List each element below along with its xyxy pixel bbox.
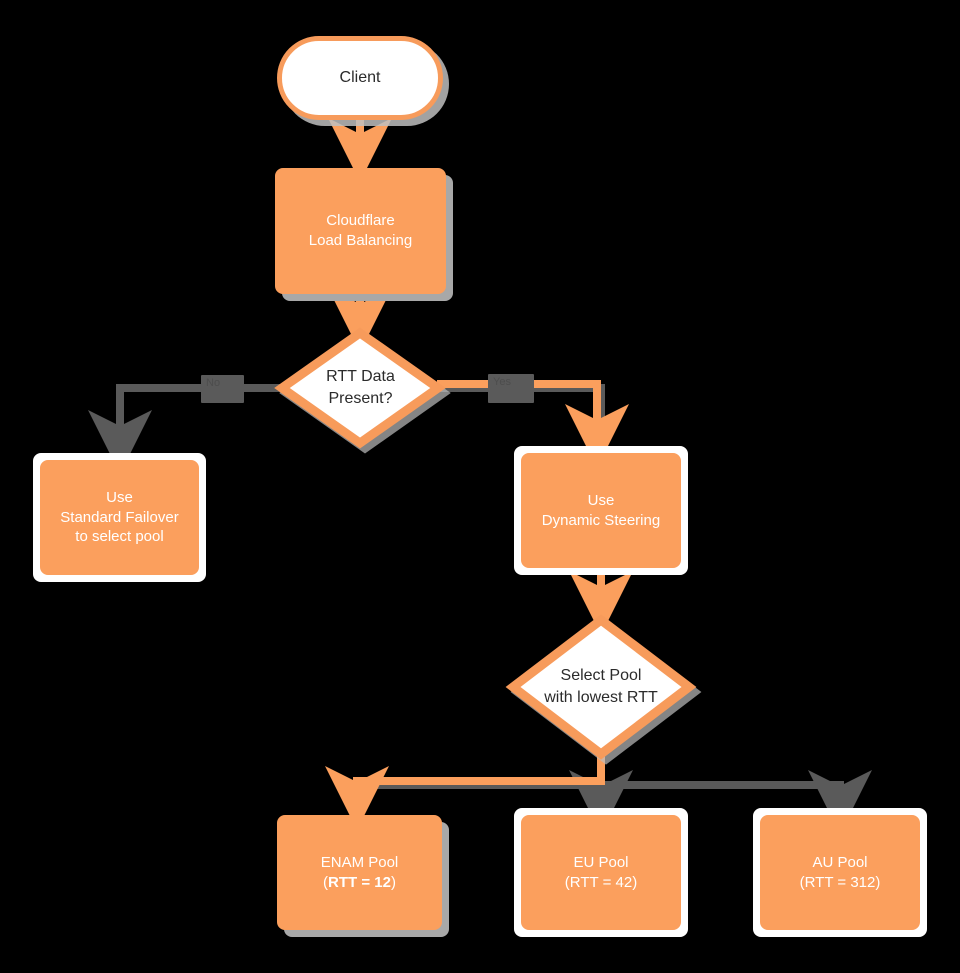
node-rtt-data-present[interactable]: RTT Data Present? — [282, 333, 439, 443]
edge-select-to-au — [601, 770, 872, 834]
node-select-pool-label: Select Pool with lowest RTT — [544, 667, 658, 706]
node-client[interactable]: Client — [277, 36, 443, 120]
node-standard-failover[interactable]: Use Standard Failover to select pool — [40, 460, 199, 575]
edge-select-enam-shadow — [356, 755, 605, 818]
node-eu-pool-rtt-value: RTT = 42 — [569, 873, 633, 891]
node-enam-pool-title: ENAM Pool — [320, 853, 399, 871]
node-select-pool[interactable]: Select Pool with lowest RTT — [513, 620, 689, 754]
node-enam-pool-rtt-value: RTT = 12 — [328, 873, 391, 891]
node-au-pool-rtt-value: RTT = 312 — [804, 873, 876, 891]
node-eu-pool-rtt: (RTT = 42) — [565, 873, 637, 893]
edge-label-no: No — [201, 375, 244, 403]
node-dynamic-steering-label: Use Dynamic Steering — [541, 491, 661, 529]
node-eu-pool[interactable]: EU Pool (RTT = 42) — [521, 815, 681, 930]
node-enam-pool-rtt-suffix: ) — [390, 873, 396, 891]
edge-label-yes: Yes — [488, 374, 534, 403]
decision-shape-rtt-present — [274, 327, 446, 449]
node-rtt-data-present-label: RTT Data Present? — [326, 368, 395, 407]
node-enam-pool-rtt: (RTT = 12) — [323, 873, 396, 893]
node-dynamic-steering[interactable]: Use Dynamic Steering — [521, 453, 681, 568]
node-cloudflare-load-balancing[interactable]: Cloudflare Load Balancing — [275, 168, 446, 294]
decision-shape-select-pool — [505, 614, 697, 760]
node-eu-pool-rtt-prefix: ( — [564, 873, 570, 891]
node-au-pool-rtt-suffix: ) — [875, 873, 881, 891]
node-au-pool[interactable]: AU Pool (RTT = 312) — [760, 815, 920, 930]
node-enam-pool-rtt-prefix: ( — [323, 873, 329, 891]
node-au-pool-rtt-prefix: ( — [799, 873, 805, 891]
node-au-pool-title: AU Pool — [812, 853, 868, 871]
node-eu-pool-rtt-suffix: ) — [632, 873, 638, 891]
node-eu-pool-title: EU Pool — [573, 853, 629, 871]
edge-label-yes-text: Yes — [493, 376, 511, 388]
node-client-label: Client — [339, 69, 381, 87]
node-cloudflare-load-balancing-label: Cloudflare Load Balancing — [308, 212, 413, 249]
node-enam-pool[interactable]: ENAM Pool (RTT = 12) — [277, 815, 442, 930]
node-au-pool-rtt: (RTT = 312) — [800, 873, 881, 893]
edge-select-to-enam — [325, 752, 605, 830]
node-standard-failover-label: Use Standard Failover to select pool — [60, 488, 179, 546]
edge-label-no-text: No — [206, 377, 221, 389]
